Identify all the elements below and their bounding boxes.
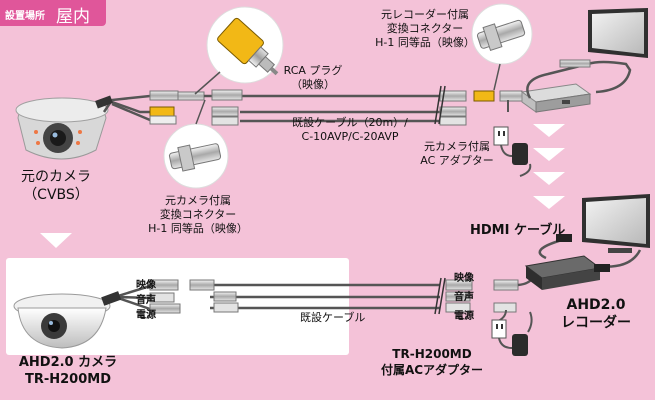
existing-cable-bottom [210, 283, 440, 310]
left-video-label: 映像 [136, 280, 156, 291]
right-audio-label: 音声 [454, 292, 474, 303]
old-camera-illustration [15, 97, 109, 160]
ahd-camera-illustration [13, 293, 111, 349]
bottom-cable-connectors-left [189, 279, 239, 313]
flow-arrows [40, 124, 565, 248]
existing-cable-label: 既設ケーブル（20m）/ C-10AVP/C-20AVP [292, 116, 408, 143]
left-power-label: 電源 [136, 310, 156, 321]
location-value: 屋内 [56, 7, 90, 27]
location-caption: 設置場所 [5, 11, 45, 22]
existing-cable-top [204, 94, 440, 123]
recorder-bnc-closeup [471, 3, 533, 65]
cable-end-connectors-left [211, 89, 243, 126]
old-camera-cables [102, 94, 151, 122]
ahd-recorder-label: AHD2.0 レコーダー [561, 297, 631, 331]
ahd-recorder-illustration [524, 255, 602, 290]
right-video-label: 映像 [454, 273, 474, 284]
left-audio-label: 音声 [136, 295, 156, 306]
cable-end-connectors-right [439, 90, 523, 126]
rca-plug-closeup [206, 6, 284, 84]
new-adapter-label: TR-H200MD 付属ACアダプター [380, 347, 484, 377]
bottom-cable-label: 既設ケーブル [300, 311, 366, 324]
right-power-label: 電源 [454, 311, 474, 322]
camera-bnc-closeup [163, 123, 229, 189]
hdmi-cable-illustration [538, 234, 642, 272]
new-ac-adapter [491, 309, 533, 356]
rca-plug-label: RCA プラグ （映像） [283, 64, 343, 91]
hdmi-cable-label: HDMI ケーブル [470, 223, 566, 238]
old-ac-adapter [493, 100, 532, 177]
bottom-cable-connectors-right [445, 279, 519, 313]
camera-side-connectors [149, 90, 205, 125]
old-camera-label: 元のカメラ （CVBS） [21, 169, 91, 203]
old-adapter-label: 元カメラ付属 AC アダプター [420, 140, 494, 167]
flow-arrow-camera [40, 233, 72, 248]
old-monitor-illustration [559, 8, 648, 68]
camera-connector-label: 元カメラ付属 変換コネクター H-1 同等品（映像） [148, 194, 248, 235]
bottom-cable-break-marks [434, 277, 446, 315]
old-recorder-illustration [520, 83, 592, 113]
installation-location-tag: 設置場所 屋内 [0, 0, 106, 27]
recorder-connector-label: 元レコーダー付属 変換コネクター H-1 同等品（映像） [375, 8, 475, 49]
new-monitor-illustration [582, 194, 650, 253]
ahd-camera-pigtail [149, 279, 181, 314]
cable-break-marks [434, 85, 446, 125]
ahd-camera-label: AHD2.0 カメラ TR-H200MD [18, 355, 118, 387]
